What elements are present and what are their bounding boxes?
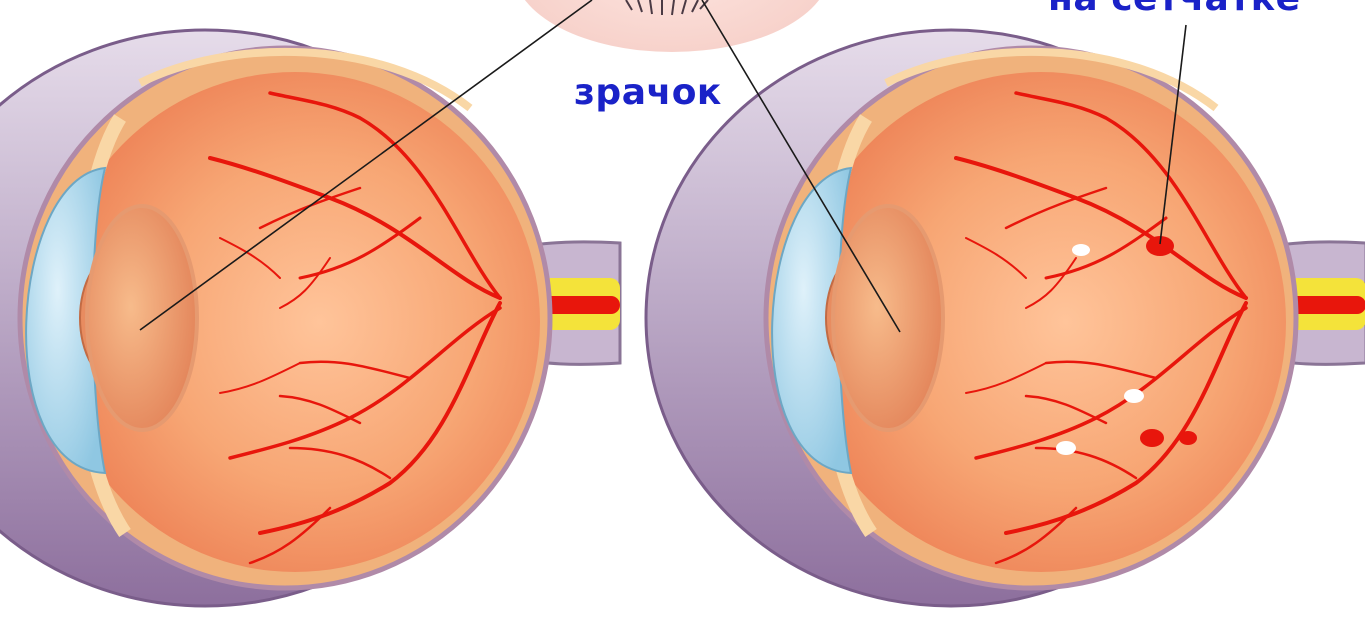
pupil-zoom-illustration xyxy=(514,0,830,52)
eye-left xyxy=(0,30,620,606)
retina-label: на сетчатке xyxy=(1048,0,1301,19)
eye-right xyxy=(646,30,1365,606)
pupil-label: зрачок xyxy=(574,72,722,113)
